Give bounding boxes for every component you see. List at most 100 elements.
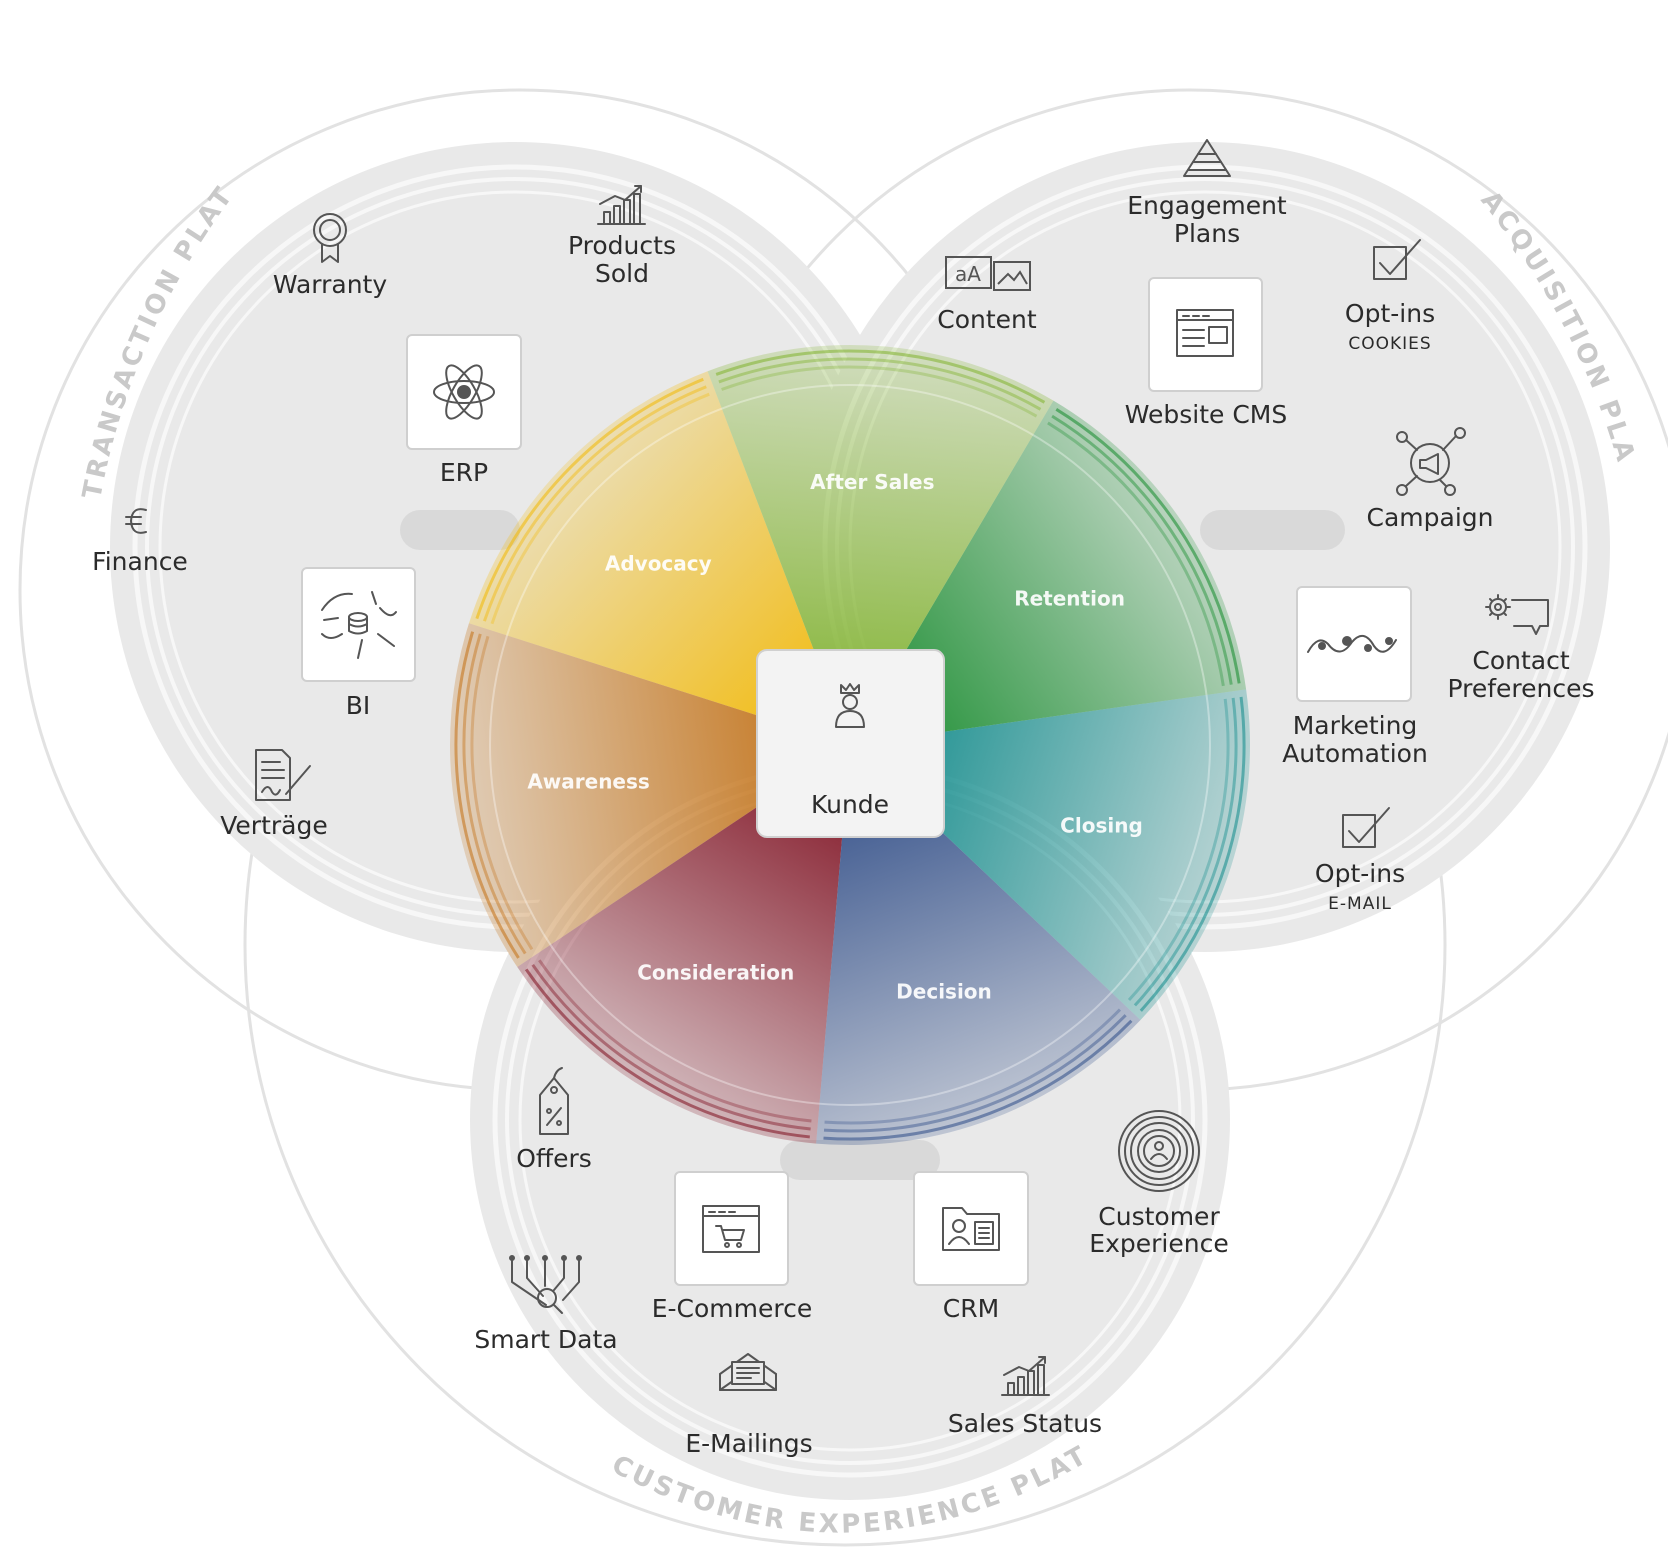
finance-item: Finance bbox=[92, 508, 188, 576]
stage-label: Advocacy bbox=[605, 552, 712, 576]
stage-rim-arc bbox=[824, 1008, 1122, 1125]
smart-data-item: Smart Data bbox=[474, 1255, 618, 1354]
center-label: Kunde bbox=[811, 790, 889, 819]
contact-preferences-item: Contact Preferences bbox=[1447, 594, 1595, 703]
atom-icon bbox=[433, 364, 495, 420]
marketing-automation-label-1: Marketing bbox=[1293, 711, 1418, 740]
center-box bbox=[756, 649, 945, 838]
ecommerce-box bbox=[674, 1171, 789, 1286]
stage-rim-arc bbox=[1139, 696, 1246, 1012]
checkbox-check-icon bbox=[1342, 807, 1390, 848]
stage-segment-awareness bbox=[449, 623, 850, 968]
contact-preferences-label-2: Preferences bbox=[1447, 674, 1594, 703]
sales-status-item: Sales Status bbox=[948, 1356, 1102, 1438]
bi-item: BI bbox=[301, 567, 416, 720]
ecommerce-item: E-Commerce bbox=[652, 1171, 812, 1323]
stage-segment-closing bbox=[850, 689, 1250, 1020]
content-item: aA Content bbox=[937, 256, 1037, 334]
stage-rim-arc bbox=[823, 1014, 1127, 1133]
emailings-item: E-Mailings bbox=[685, 1353, 813, 1458]
data-search-icon bbox=[509, 1255, 582, 1314]
products-sold-item: Products Sold bbox=[568, 185, 676, 288]
crm-box bbox=[913, 1171, 1029, 1286]
stage-rim-arc bbox=[1133, 697, 1238, 1007]
newsletter-envelope-icon bbox=[719, 1353, 777, 1391]
products-sold-label-1: Products bbox=[568, 231, 676, 260]
engagement-plans-label-2: Plans bbox=[1174, 219, 1240, 248]
products-sold-label-2: Sold bbox=[595, 259, 649, 288]
stage-segment-decision bbox=[816, 745, 1141, 1145]
wheel-inner-ring bbox=[489, 384, 1211, 1106]
checkbox-check-icon bbox=[1373, 239, 1421, 280]
stage-rim-arc bbox=[470, 635, 534, 951]
stage-rim-arc bbox=[454, 631, 520, 959]
crm-label: CRM bbox=[943, 1294, 999, 1323]
data-analytics-icon bbox=[321, 591, 397, 659]
contract-signature-icon bbox=[255, 749, 311, 801]
stage-rim-arc bbox=[490, 392, 710, 625]
finance-label: Finance bbox=[92, 547, 188, 576]
stage-rim-arc bbox=[715, 349, 1046, 404]
stage-rim-arc bbox=[538, 959, 812, 1123]
stage-rim-arc bbox=[1127, 698, 1230, 1002]
smart-data-label: Smart Data bbox=[474, 1325, 617, 1354]
stage-rim-arc bbox=[531, 963, 811, 1131]
marketing-automation-item: Marketing Automation bbox=[1282, 586, 1428, 768]
campaign-megaphone-icon bbox=[1396, 427, 1466, 496]
contact-preferences-label-1: Contact bbox=[1472, 646, 1569, 675]
vertraege-label: Verträge bbox=[220, 811, 327, 840]
offers-label: Offers bbox=[516, 1144, 592, 1173]
erp-item: ERP bbox=[406, 334, 522, 487]
center-customer: Kunde bbox=[756, 649, 945, 838]
emailings-label: E-Mailings bbox=[685, 1429, 812, 1458]
stage-label: Closing bbox=[1060, 813, 1143, 837]
stage-segment-after-sales bbox=[707, 344, 1054, 745]
engagement-plans-item: Engagement Plans bbox=[1127, 139, 1287, 248]
optins-cookies-label: Opt-ins bbox=[1345, 299, 1435, 328]
optins-email-sublabel: E-MAIL bbox=[1328, 894, 1392, 914]
optins-cookies-item: Opt-ins COOKIES bbox=[1345, 239, 1435, 354]
website-cms-label: Website CMS bbox=[1125, 400, 1288, 429]
content-label: Content bbox=[937, 305, 1037, 334]
customer-experience-item: Customer Experience bbox=[1089, 1110, 1229, 1258]
website-cms-box bbox=[1148, 277, 1263, 392]
stage-label: Retention bbox=[1014, 586, 1125, 610]
customer-crown-icon bbox=[835, 683, 865, 728]
customer-experience-label-2: Experience bbox=[1089, 1229, 1228, 1258]
website-layout-icon bbox=[1176, 309, 1234, 357]
stage-label: Consideration bbox=[637, 960, 794, 984]
warranty-item: Warranty bbox=[273, 213, 387, 299]
contact-card-icon bbox=[942, 1207, 1000, 1251]
stage-segment-consideration bbox=[517, 745, 850, 1144]
marketing-automation-box bbox=[1296, 586, 1412, 702]
bi-box bbox=[301, 567, 416, 682]
target-user-icon bbox=[1118, 1110, 1200, 1192]
stage-label: Awareness bbox=[527, 770, 650, 794]
price-tag-percent-icon bbox=[539, 1067, 569, 1135]
stage-rim-arc bbox=[462, 633, 527, 955]
svg-text:aA: aA bbox=[955, 262, 981, 286]
stage-label: Decision bbox=[896, 980, 992, 1004]
bi-label: BI bbox=[346, 691, 371, 720]
shop-cart-icon bbox=[702, 1205, 760, 1253]
sales-status-label: Sales Status bbox=[948, 1409, 1102, 1438]
warranty-icon bbox=[313, 213, 347, 263]
website-cms-item: Website CMS bbox=[1125, 277, 1288, 429]
connector-left bbox=[400, 510, 520, 550]
bar-chart-growth-icon bbox=[1001, 1356, 1050, 1396]
workflow-wave-icon bbox=[1307, 635, 1397, 653]
engagement-plans-label-1: Engagement bbox=[1127, 191, 1287, 220]
stage-label: After Sales bbox=[810, 470, 934, 494]
optins-cookies-sublabel: COOKIES bbox=[1348, 334, 1431, 354]
stage-rim-arc bbox=[1047, 421, 1225, 687]
offers-item: Offers bbox=[516, 1067, 592, 1173]
stage-segment-advocacy bbox=[468, 371, 850, 745]
crm-item: CRM bbox=[913, 1171, 1029, 1323]
content-icon: aA bbox=[945, 256, 1031, 291]
stage-rim-arc bbox=[1051, 414, 1233, 685]
vertraege-item: Verträge bbox=[220, 749, 328, 840]
optins-email-item: Opt-ins E-MAIL bbox=[1315, 807, 1405, 914]
stage-rim-arc bbox=[524, 968, 810, 1139]
